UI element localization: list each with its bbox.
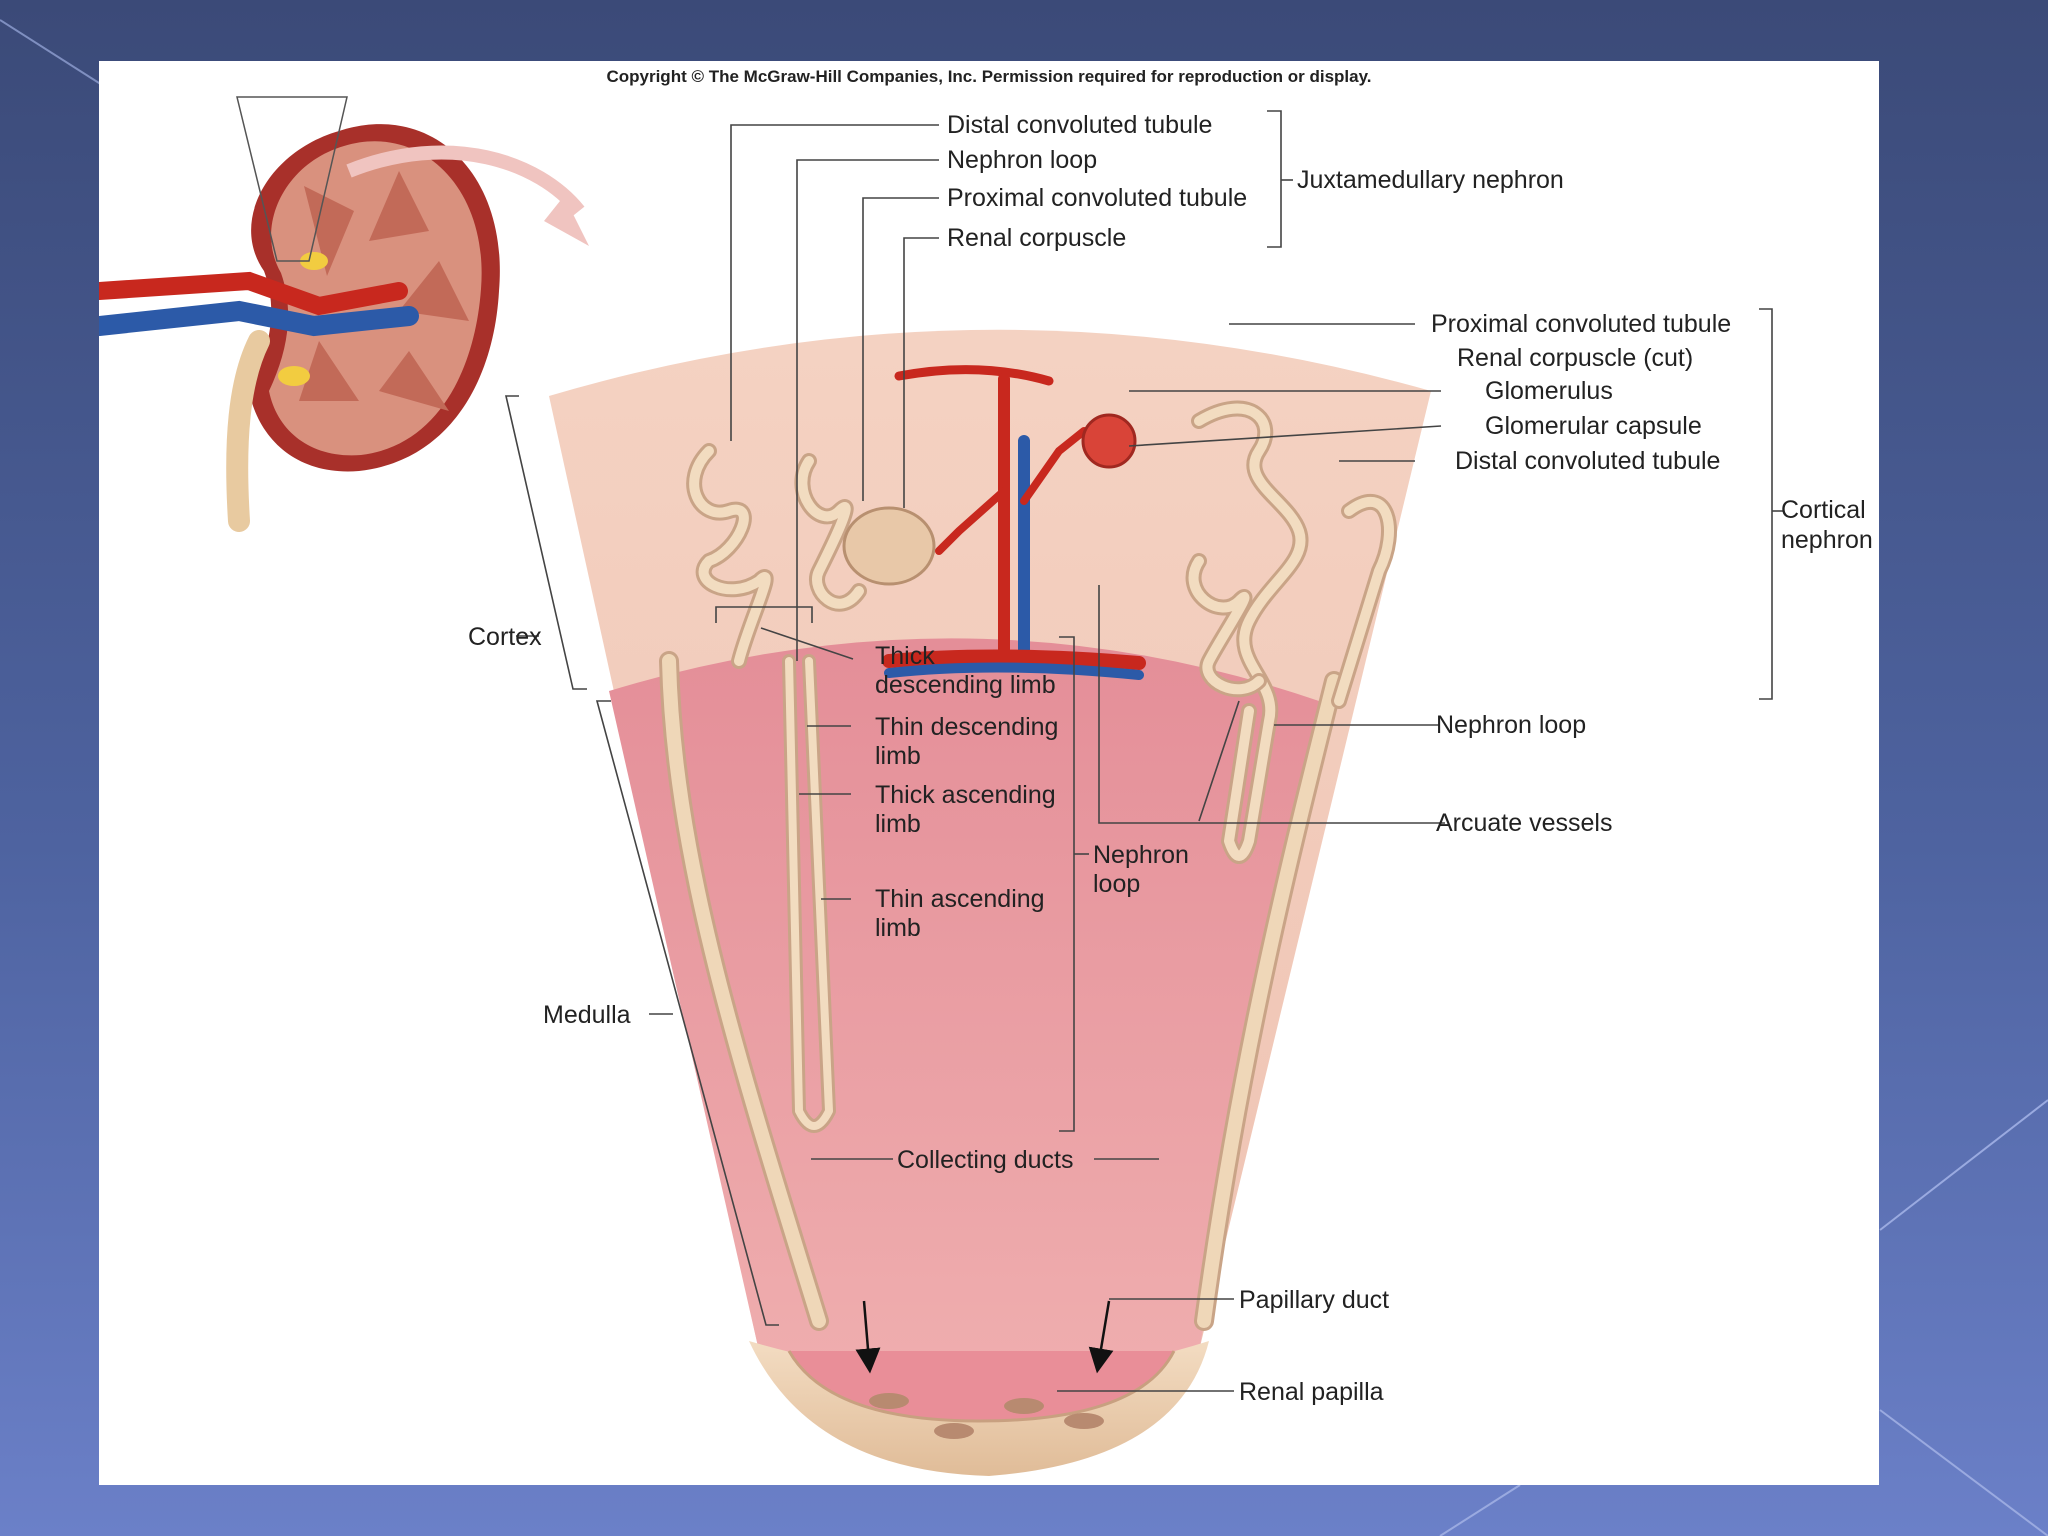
label-cortical-nephron-line2: nephron <box>1781 526 1873 554</box>
label-cortex: Cortex <box>468 623 542 651</box>
figure-panel: Copyright © The McGraw-Hill Companies, I… <box>99 61 1879 1485</box>
wedge-indicator <box>236 96 348 262</box>
callout-arrowhead <box>544 196 589 246</box>
decor-line <box>0 19 111 91</box>
label-medulla: Medulla <box>543 1001 631 1029</box>
label-cortical-nephron-loop: Nephron loop <box>1436 711 1586 739</box>
label-thick-ascending-line2: limb <box>875 810 921 838</box>
renal-artery <box>99 271 408 316</box>
label-juxta-distal-convoluted-tubule: Distal convoluted tubule <box>947 111 1212 139</box>
glomerulus-shape <box>1081 413 1137 469</box>
label-juxta-renal-corpuscle: Renal corpuscle <box>947 224 1126 252</box>
renal-vein <box>99 300 419 337</box>
label-thick-descending-line1: Thick <box>875 642 935 670</box>
label-papillary-duct: Papillary duct <box>1239 1286 1389 1314</box>
juxtamedullary-nephron <box>686 443 867 1133</box>
leader-lines <box>504 110 1784 1392</box>
papilla-opening <box>1064 1413 1104 1429</box>
label-cortical-distal-convoluted-tubule: Distal convoluted tubule <box>1455 447 1720 475</box>
papilla-opening <box>1004 1398 1044 1414</box>
decor-line <box>1879 1099 2048 1231</box>
blood-vessels <box>882 365 1146 680</box>
label-renal-papilla: Renal papilla <box>1239 1378 1384 1406</box>
label-juxta-proximal-convoluted-tubule: Proximal convoluted tubule <box>947 184 1247 212</box>
label-thick-descending-line2: descending limb <box>875 671 1056 699</box>
label-thick-ascending-line1: Thick ascending <box>875 781 1056 809</box>
copyright-notice: Copyright © The McGraw-Hill Companies, I… <box>606 67 1372 86</box>
ureter <box>226 330 270 532</box>
label-thin-ascending-line1: Thin ascending <box>875 885 1045 913</box>
juxtamedullary-renal-corpuscle <box>842 506 936 586</box>
label-thin-ascending-line2: limb <box>875 914 921 942</box>
label-renal-corpuscle-cut: Renal corpuscle (cut) <box>1457 344 1693 372</box>
collecting-ducts <box>659 651 1344 1331</box>
label-juxta-nephron-loop: Nephron loop <box>947 146 1097 174</box>
papilla-opening <box>869 1393 909 1409</box>
label-cortical-nephron-line1: Cortical <box>1781 496 1866 524</box>
callout-arrow <box>346 145 585 216</box>
kidney-pyramids <box>299 171 469 411</box>
label-loop-nephron-line2: loop <box>1093 870 1140 898</box>
label-cortical-proximal-convoluted-tubule: Proximal convoluted tubule <box>1431 310 1731 338</box>
papilla-opening <box>934 1423 974 1439</box>
cortical-nephron <box>1185 400 1397 864</box>
labels: Distal convoluted tubule Nephron loop Pr… <box>468 111 1873 1406</box>
label-loop-nephron-line1: Nephron <box>1093 841 1189 869</box>
decor-line <box>1879 1409 2048 1536</box>
flow-arrow <box>855 1300 881 1374</box>
label-arcuate-vessels: Arcuate vessels <box>1436 809 1612 837</box>
label-collecting-ducts: Collecting ducts <box>897 1146 1073 1174</box>
decor-line <box>1439 1484 1521 1536</box>
flow-arrow <box>1088 1300 1114 1374</box>
label-thin-descending-line2: limb <box>875 742 921 770</box>
kidney-inset <box>99 96 589 532</box>
label-glomerulus: Glomerulus <box>1485 377 1613 405</box>
label-glomerular-capsule: Glomerular capsule <box>1485 412 1702 440</box>
label-juxtamedullary-nephron: Juxtamedullary nephron <box>1297 166 1564 194</box>
nephron-diagram: Distal convoluted tubule Nephron loop Pr… <box>99 96 1873 1476</box>
label-thin-descending-line1: Thin descending <box>875 713 1058 741</box>
renal-fat <box>278 366 310 386</box>
renal-fat <box>300 252 328 270</box>
